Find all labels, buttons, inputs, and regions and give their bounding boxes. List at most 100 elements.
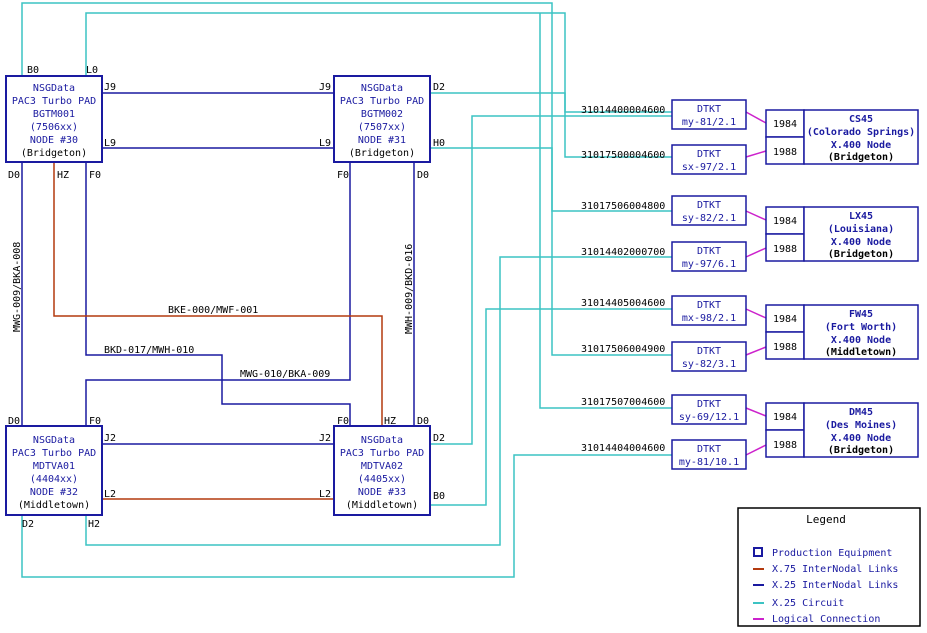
port-label: D0 [8, 416, 20, 427]
dtkt-box[interactable]: DTKT sy-82/3.1 [671, 341, 747, 372]
pad-line: NSGData [33, 83, 75, 94]
port-label: J9 [104, 82, 116, 93]
link-bkd-017 [85, 162, 351, 426]
x25-circuits [21, 2, 672, 578]
port-label: J2 [319, 433, 331, 444]
x400-port: 1984 [773, 119, 797, 130]
x400-place: (Louisiana) [828, 223, 894, 235]
dtkt-box[interactable]: DTKT my-81/2.1 [671, 99, 747, 130]
port-label: B0 [27, 65, 39, 76]
dtkt-title: DTKT [697, 444, 721, 455]
pad-node-33[interactable]: NSGData PAC3 Turbo PAD MDTVA02 (4405xx) … [333, 425, 431, 516]
dtkt-title: DTKT [697, 149, 721, 160]
link-label-left: MWG-009/BKA-008 [12, 242, 23, 332]
x400-site: (Bridgeton) [828, 444, 894, 456]
logical-3 [745, 210, 767, 221]
dtkt-title: DTKT [697, 200, 721, 211]
pad-line: NODE #33 [358, 487, 406, 498]
x400-node-dm45[interactable]: 1984 1988 DM45 (Des Moines) X.400 Node (… [765, 402, 919, 458]
x400-node-cs45[interactable]: 1984 1988 CS45 (Colorado Springs) X.400 … [765, 109, 919, 165]
x400-site: (Bridgeton) [828, 248, 894, 260]
dtkt-box[interactable]: DTKT my-81/10.1 [671, 439, 747, 470]
port-label: L2 [319, 489, 331, 500]
dtkt-box[interactable]: DTKT sx-97/2.1 [671, 144, 747, 175]
dtkt-box[interactable]: DTKT sy-69/12.1 [671, 394, 747, 425]
circuit-d2-my81-2 [430, 92, 672, 113]
port-label: D2 [22, 519, 34, 530]
logical-5 [745, 308, 767, 319]
dtkt-title: DTKT [697, 399, 721, 410]
x400-port: 1988 [773, 440, 797, 451]
circuit-sy69 [539, 13, 672, 409]
legend-swatch-box [753, 547, 763, 557]
circuit-b0-sy82-2 [21, 2, 672, 212]
dtkt-id: mx-98/2.1 [682, 313, 736, 324]
pad-line: (Bridgeton) [349, 148, 415, 159]
x400-node-lx45[interactable]: 1984 1988 LX45 (Louisiana) X.400 Node (B… [765, 206, 919, 262]
port-label: L2 [104, 489, 116, 500]
circuit-32d2 [21, 454, 672, 578]
port-label: D0 [8, 170, 20, 181]
x400-port: 1984 [773, 216, 797, 227]
logical-2 [745, 150, 767, 158]
link-label-mwg: MWG-010/BKA-009 [240, 369, 330, 380]
port-label: L9 [319, 138, 331, 149]
x25-internodal-links [21, 92, 415, 445]
pad-line: PAC3 Turbo PAD [340, 96, 424, 107]
logical-1 [745, 111, 767, 124]
port-label: J9 [319, 82, 331, 93]
legend-title: Legend [806, 513, 846, 526]
pad-line: NSGData [361, 435, 403, 446]
legend-label: X.25 InterNodal Links [772, 580, 898, 591]
port-label: D0 [417, 416, 429, 427]
x400-site: (Bridgeton) [828, 151, 894, 163]
port-label: L9 [104, 138, 116, 149]
x400-node-fw45[interactable]: 1984 1988 FW45 (Fort Worth) X.400 Node (… [765, 304, 919, 360]
pad-node-31[interactable]: NSGData PAC3 Turbo PAD BGTM002 (7507xx) … [333, 75, 431, 163]
dtkt-box[interactable]: DTKT sy-82/2.1 [671, 195, 747, 226]
circuit-l0-sx97 [85, 12, 672, 158]
pad-line: (Bridgeton) [21, 148, 87, 159]
dtkt-title: DTKT [697, 104, 721, 115]
port-labels: B0 L0 J9 L9 D0 HZ F0 J9 L9 D2 H0 F0 D0 D… [8, 65, 445, 530]
dtkt-box[interactable]: DTKT mx-98/2.1 [671, 295, 747, 326]
pad-line: (Middletown) [18, 500, 90, 511]
dtkt-id: my-81/2.1 [682, 117, 736, 128]
dtkt-id: sy-82/3.1 [682, 359, 736, 370]
pad-line: NSGData [33, 435, 75, 446]
pad-boxes: NSGData PAC3 Turbo PAD BGTM001 (7506xx) … [5, 75, 431, 516]
pad-line: PAC3 Turbo PAD [340, 448, 424, 459]
pad-line: (Middletown) [346, 500, 418, 511]
x400-type: X.400 Node [831, 335, 891, 346]
x400-port: 1984 [773, 412, 797, 423]
pad-line: (7507xx) [358, 122, 406, 133]
x400-port: 1988 [773, 244, 797, 255]
circuit-h0-sy82-3 [430, 147, 672, 356]
x400-port: 1984 [773, 314, 797, 325]
pad-node-32[interactable]: NSGData PAC3 Turbo PAD MDTVA01 (4404xx) … [5, 425, 103, 516]
circuit-number: 31017507004600 [581, 397, 665, 408]
x400-type: X.400 Node [831, 433, 891, 444]
legend: Legend Production Equipment X.75 InterNo… [737, 507, 921, 627]
dtkt-title: DTKT [697, 246, 721, 257]
pad-line: BGTM002 [361, 109, 403, 120]
circuit-number: 31017506004800 [581, 201, 665, 212]
pad-line: BGTM001 [33, 109, 75, 120]
link-label-bkd: BKD-017/MWH-010 [104, 345, 194, 356]
dtkt-id: sy-69/12.1 [679, 412, 739, 423]
port-label: D2 [433, 433, 445, 444]
legend-label: Production Equipment [772, 548, 892, 559]
x400-port: 1988 [773, 147, 797, 158]
port-label: B0 [433, 491, 445, 502]
link-label-right: MWH-009/BKD-016 [404, 244, 415, 334]
dtkt-box[interactable]: DTKT my-97/6.1 [671, 241, 747, 272]
port-label: F0 [89, 170, 101, 181]
logical-6 [745, 346, 767, 356]
link-x75-hz [53, 162, 383, 426]
pad-line: PAC3 Turbo PAD [12, 96, 96, 107]
x400-site: (Middletown) [825, 346, 897, 358]
port-label: HZ [384, 416, 396, 427]
pad-node-30[interactable]: NSGData PAC3 Turbo PAD BGTM001 (7506xx) … [5, 75, 103, 163]
pad-line: NODE #32 [30, 487, 78, 498]
